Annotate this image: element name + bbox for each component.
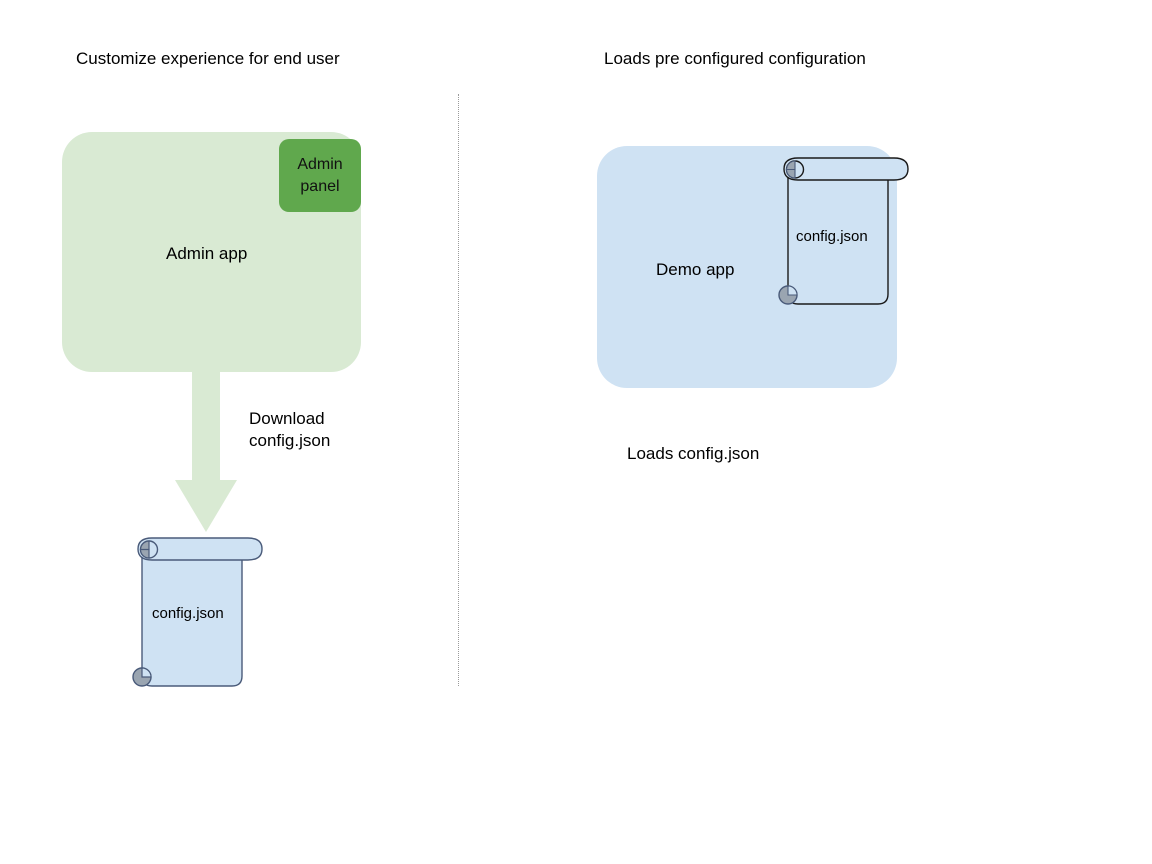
- admin-panel-label: Admin panel: [297, 155, 343, 195]
- config-json-document-right[interactable]: [768, 150, 914, 312]
- config-json-document-left[interactable]: [118, 528, 268, 694]
- left-panel-heading: Customize experience for end user: [76, 49, 340, 68]
- demo-app-label: Demo app: [656, 260, 735, 279]
- admin-panel-node[interactable]: Admin panel: [279, 139, 361, 212]
- vertical-divider: [458, 94, 459, 686]
- loads-config-caption: Loads config.json: [627, 444, 760, 463]
- config-json-label-right: config.json: [796, 228, 868, 245]
- download-arrow-label: Download config.json: [249, 409, 331, 450]
- config-json-label-left: config.json: [152, 605, 224, 622]
- right-panel-heading: Loads pre configured configuration: [604, 49, 866, 68]
- admin-app-label: Admin app: [166, 244, 248, 263]
- download-arrow-icon: [175, 368, 237, 532]
